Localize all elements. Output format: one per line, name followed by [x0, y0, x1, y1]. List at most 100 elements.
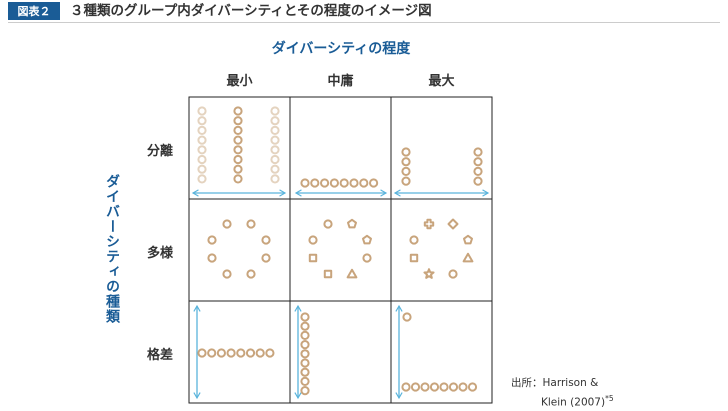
circle-icon — [300, 178, 310, 188]
circle-icon — [270, 164, 280, 174]
circle-icon — [270, 125, 280, 135]
circle-icon — [429, 382, 440, 392]
circle-icon — [197, 125, 207, 135]
pentagon-icon — [347, 218, 357, 229]
column-header-max: 最大 — [428, 74, 455, 89]
circle-icon — [467, 382, 478, 392]
circle-icon — [310, 178, 320, 188]
circle-icon — [216, 348, 226, 358]
circle-icon — [401, 176, 411, 186]
circle-icon — [300, 330, 310, 340]
circle-icon — [439, 382, 449, 392]
circle-icon — [369, 178, 379, 188]
square-icon — [308, 253, 318, 263]
circle-icon — [246, 219, 256, 229]
column-header-min: 最小 — [226, 74, 253, 89]
circle-icon — [270, 116, 280, 126]
circle-icon — [270, 106, 280, 116]
circle-icon — [401, 147, 411, 157]
circle-icon — [473, 147, 483, 157]
circle-icon — [300, 340, 310, 350]
circle-icon — [329, 178, 339, 188]
circle-icon — [207, 235, 217, 245]
circle-icon — [233, 154, 243, 165]
circle-icon — [222, 219, 232, 229]
circle-icon — [233, 174, 243, 184]
circle-icon — [320, 178, 330, 188]
square-icon — [409, 253, 419, 263]
top-axis-label: ダイバーシティの程度 — [271, 41, 411, 57]
circle-icon — [401, 382, 411, 392]
circle-icon — [197, 174, 207, 184]
circle-icon — [401, 166, 411, 176]
circle-icon — [448, 269, 458, 279]
circle-icon — [197, 106, 207, 116]
circle-icon — [246, 269, 256, 279]
circle-icon — [420, 382, 430, 392]
circle-icon — [410, 382, 421, 392]
triangle-icon — [346, 268, 358, 279]
circle-icon — [402, 312, 412, 322]
circle-icon — [448, 382, 459, 392]
star-icon — [423, 268, 435, 279]
circle-icon — [197, 145, 207, 155]
circle-icon — [233, 106, 243, 116]
figure-title: ３種類のグループ内ダイバーシティとその程度のイメージ図 — [70, 3, 432, 19]
circle-icon — [222, 269, 232, 279]
row-header-variety: 多様 — [146, 246, 173, 261]
circle-icon — [226, 348, 236, 358]
circle-icon — [401, 157, 411, 167]
circle-icon — [197, 154, 207, 165]
circle-icon — [359, 178, 369, 188]
side-axis-label: ダイバーシティの種類 — [104, 174, 120, 324]
circle-icon — [308, 235, 318, 245]
circle-icon — [197, 135, 207, 145]
circle-icon — [270, 135, 280, 145]
circle-icon — [233, 145, 243, 155]
circle-icon — [197, 164, 207, 174]
source-footnote: *5 — [605, 394, 614, 403]
triangle-icon — [462, 252, 474, 263]
circle-icon — [362, 253, 372, 263]
circle-icon — [233, 164, 243, 174]
circle-icon — [270, 154, 280, 165]
circle-icon — [270, 174, 280, 184]
circle-icon — [458, 382, 468, 392]
circle-icon — [300, 349, 310, 359]
column-header-mid: 中庸 — [327, 74, 354, 89]
row-header-separation: 分離 — [146, 144, 173, 159]
circle-icon — [261, 235, 271, 245]
source-citation: 出所：Harrison & Klein (2007)*5 — [511, 376, 614, 411]
pentagon-icon — [463, 234, 473, 245]
circle-icon — [245, 348, 256, 358]
figure-label: 図表２ — [8, 2, 60, 20]
square-icon — [323, 269, 333, 279]
circle-icon — [300, 312, 310, 322]
circle-icon — [261, 253, 271, 263]
circle-icon — [233, 116, 243, 126]
circle-icon — [236, 348, 246, 358]
circle-icon — [473, 166, 483, 176]
circle-icon — [233, 125, 243, 135]
source-line-1: 出所：Harrison & — [511, 377, 599, 389]
cross-icon — [423, 218, 435, 230]
circle-icon — [473, 157, 483, 167]
circle-icon — [473, 176, 483, 186]
circle-icon — [300, 367, 310, 377]
circle-icon — [207, 348, 217, 358]
circle-icon — [323, 219, 333, 229]
circle-icon — [300, 358, 310, 368]
circle-icon — [270, 145, 280, 155]
circle-icon — [207, 253, 217, 263]
circle-icon — [233, 135, 243, 145]
circle-icon — [300, 376, 310, 386]
circle-icon — [197, 116, 207, 126]
circle-icon — [349, 178, 359, 188]
circle-icon — [265, 348, 275, 358]
row-header-disparity: 格差 — [146, 348, 173, 363]
title-divider — [8, 22, 720, 23]
circle-icon — [255, 348, 265, 358]
circle-icon — [409, 235, 419, 245]
pentagon-icon — [362, 234, 372, 245]
